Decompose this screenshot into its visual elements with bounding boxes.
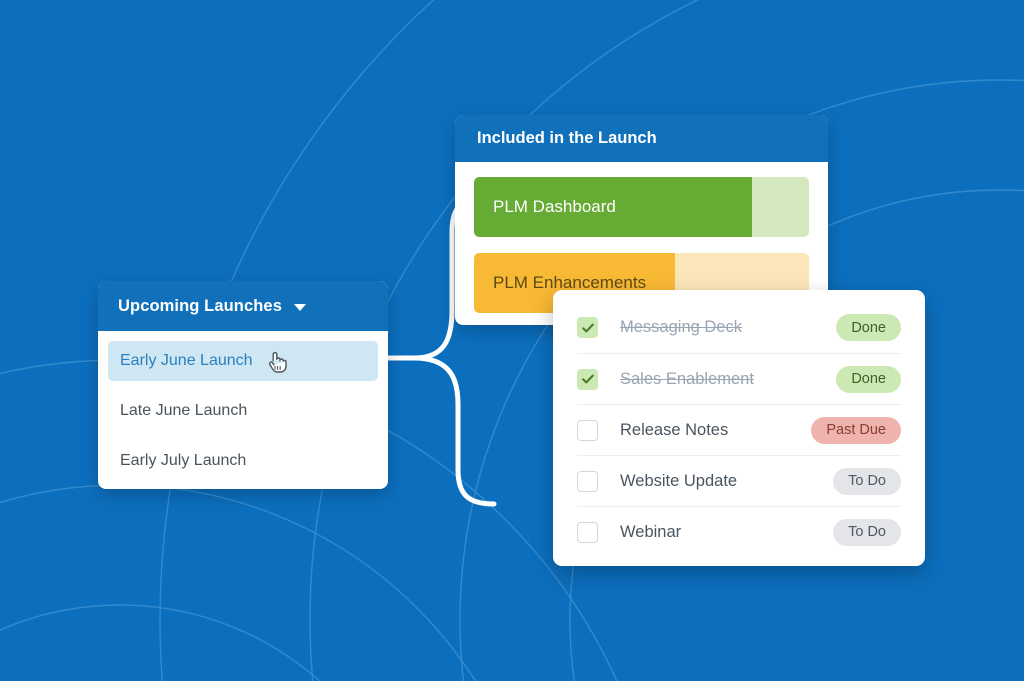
included-in-launch-card: Included in the Launch PLM Dashboard PLM…: [455, 115, 828, 325]
empty-checkbox-icon[interactable]: [577, 470, 598, 492]
dropdown-header[interactable]: Upcoming Launches: [98, 281, 388, 331]
checkmark-icon[interactable]: [577, 317, 598, 338]
pointer-hand-cursor-icon: [268, 351, 287, 373]
checklist-row[interactable]: Webinar To Do: [577, 506, 901, 557]
dropdown-option-early-june[interactable]: Early June Launch: [108, 341, 378, 381]
checklist-item-label: Webinar: [620, 522, 682, 541]
launch-card-header: Included in the Launch: [455, 115, 828, 162]
progress-fill: [474, 177, 753, 237]
launch-item-label: PLM Enhancements: [493, 273, 647, 292]
checklist-item-label: Sales Enablement: [620, 369, 754, 388]
checklist-item-label: Messaging Deck: [620, 318, 742, 336]
status-badge: Past Due: [811, 416, 901, 444]
dropdown-option-list: Early June Launch Late June Launch: [98, 331, 388, 489]
dropdown-option-label: Late June Launch: [120, 402, 248, 419]
status-badge: Done: [836, 365, 901, 393]
dropdown-option-label: Early July Launch: [120, 452, 247, 469]
dropdown-title: Upcoming Launches: [118, 296, 282, 315]
empty-checkbox-icon[interactable]: [577, 419, 598, 441]
status-badge: To Do: [833, 518, 901, 546]
status-badge: To Do: [833, 467, 901, 495]
empty-checkbox-icon[interactable]: [577, 521, 598, 543]
checkmark-icon[interactable]: [577, 368, 598, 390]
checklist-item-label: Website Update: [620, 471, 738, 490]
checklist-row[interactable]: Messaging Deck Done: [577, 302, 901, 353]
launch-item-row[interactable]: PLM Dashboard: [474, 177, 809, 237]
checklist-row[interactable]: Website Update To Do: [577, 455, 901, 506]
chevron-down-icon[interactable]: [293, 304, 306, 311]
checklist-row[interactable]: Sales Enablement Done: [577, 353, 901, 404]
launch-card-title: Included in the Launch: [477, 129, 657, 147]
dropdown-option-early-july[interactable]: Early July Launch: [108, 441, 378, 481]
checklist-item-label: Release Notes: [620, 420, 729, 439]
dropdown-option-label: Early June Launch: [120, 352, 253, 369]
dropdown-option-late-june[interactable]: Late June Launch: [108, 391, 378, 431]
checklist-row[interactable]: Release Notes Past Due: [577, 404, 901, 455]
status-badge: Done: [836, 314, 901, 341]
upcoming-launches-dropdown: Upcoming Launches Early June Launch: [98, 281, 388, 489]
launch-item-label: PLM Dashboard: [493, 197, 616, 216]
launch-checklist-card: Messaging Deck Done Sales Enablement Don…: [553, 290, 925, 566]
